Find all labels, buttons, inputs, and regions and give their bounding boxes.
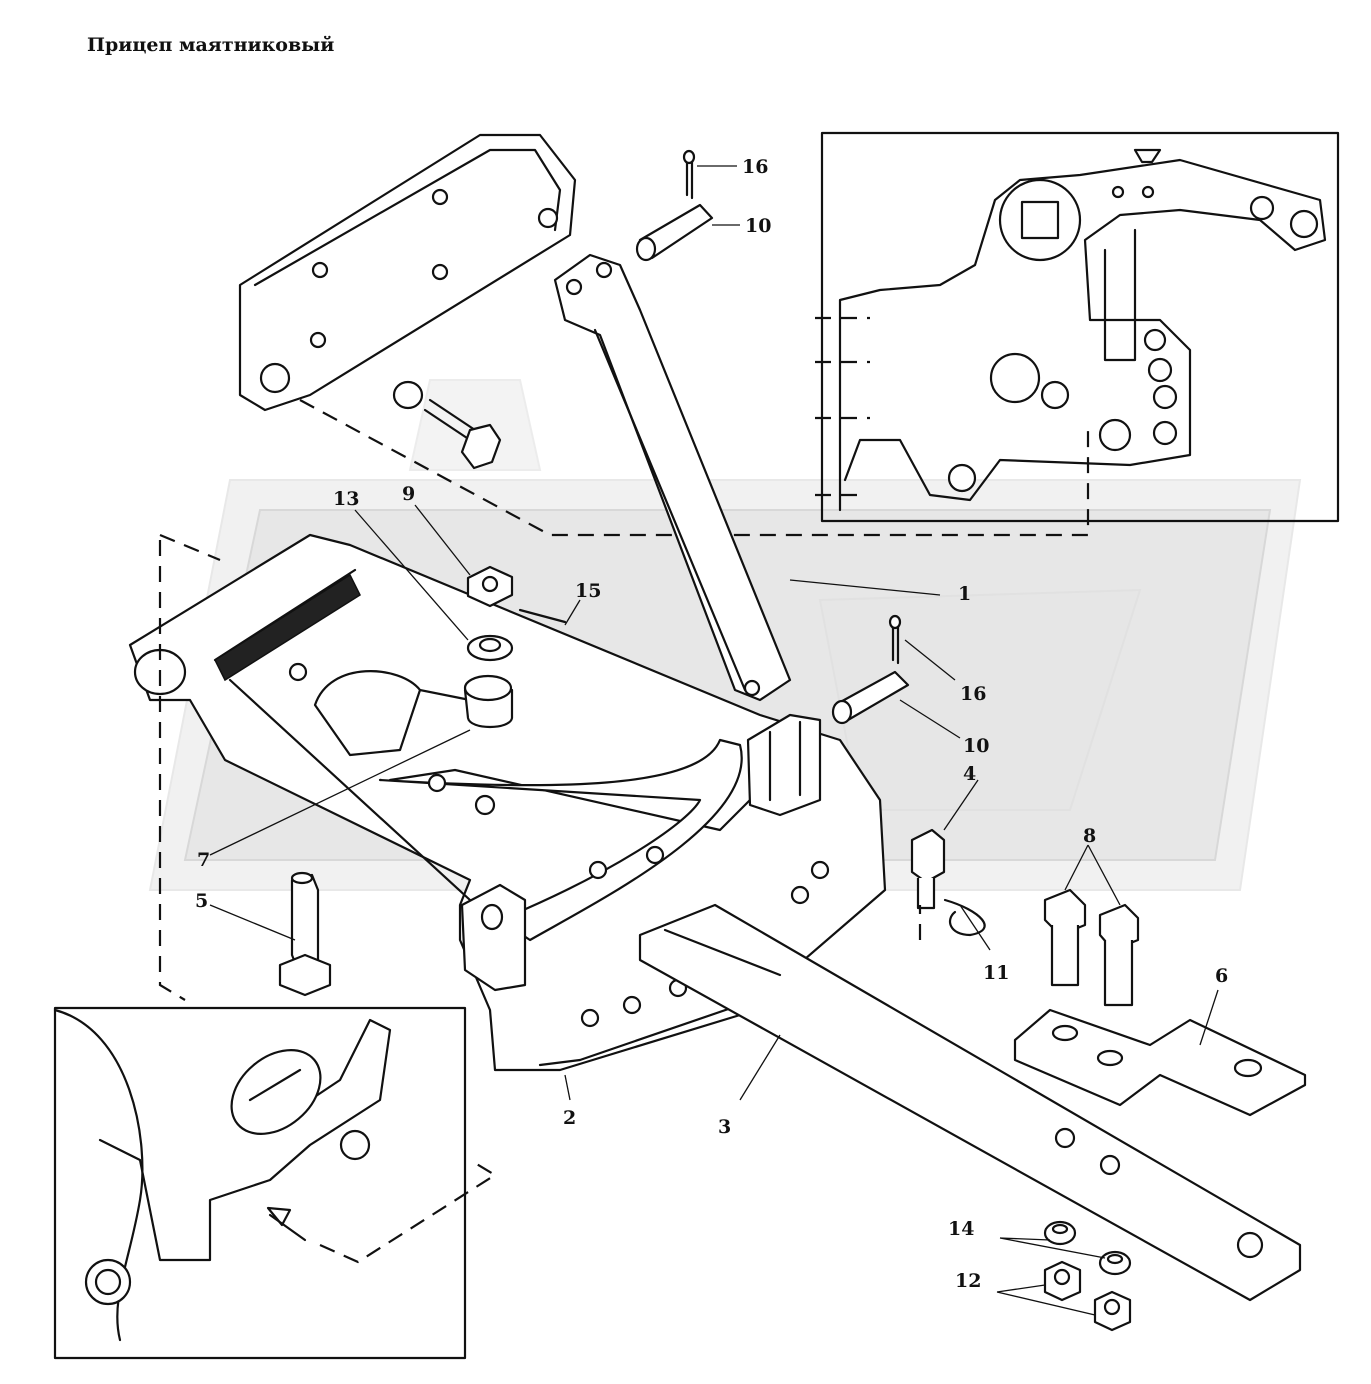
callout-1: 1	[958, 583, 971, 605]
callout-labels: 1 2 3 4 5 6 7 8 9 10 10 11 12 13 14 15 1…	[195, 156, 1228, 1292]
pin-top	[635, 149, 714, 262]
callout-4: 4	[963, 763, 976, 785]
inset-detail-top-right	[815, 131, 1340, 523]
callout-5: 5	[195, 890, 208, 912]
inset-detail-bottom-left	[53, 1006, 498, 1360]
bolts-8	[1043, 888, 1140, 1007]
leader-lines	[209, 165, 1219, 1316]
callout-10-top: 10	[745, 215, 771, 237]
link-rod	[553, 253, 792, 702]
mounting-bracket	[238, 133, 1090, 537]
callout-16-top: 16	[742, 156, 768, 178]
callout-6: 6	[1215, 965, 1228, 987]
bolt-with-washer	[392, 380, 502, 470]
diagram-title: Прицеп маятниковый	[87, 34, 335, 56]
pin-and-cotter	[910, 828, 986, 940]
callout-16-right: 16	[960, 683, 986, 705]
callout-9: 9	[402, 483, 415, 505]
callout-10-right: 10	[963, 735, 989, 757]
callout-8: 8	[1083, 825, 1096, 847]
callout-13: 13	[333, 488, 359, 510]
drawbar	[638, 903, 1302, 1302]
bushing-and-nut	[463, 565, 567, 728]
callout-3: 3	[718, 1116, 731, 1138]
callout-7: 7	[197, 849, 210, 871]
bolt-5	[278, 871, 332, 997]
nuts-and-washers	[1043, 1220, 1132, 1332]
pin-right	[831, 614, 910, 725]
callout-2: 2	[563, 1107, 576, 1129]
callout-11: 11	[983, 962, 1009, 984]
callout-12: 12	[955, 1270, 981, 1292]
callout-15: 15	[575, 580, 601, 602]
callout-14: 14	[948, 1218, 974, 1240]
clamp-plate	[1013, 1008, 1307, 1117]
